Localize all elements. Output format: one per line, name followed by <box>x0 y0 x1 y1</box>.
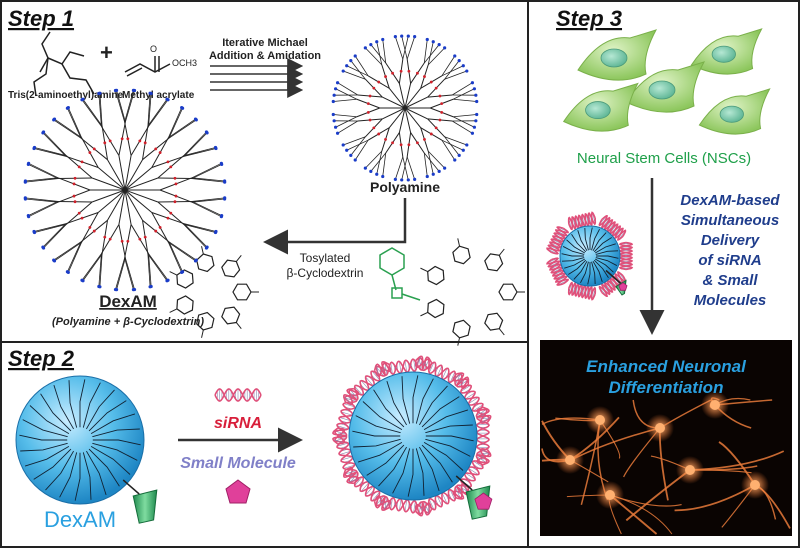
step3-title: Step 3 <box>556 6 622 31</box>
acrylate-oxygen: O <box>150 44 157 54</box>
delivery-line: Simultaneous <box>681 212 779 229</box>
small-molecule-label: Small Molecule <box>180 455 296 472</box>
dexam-label: DexAM <box>99 292 157 311</box>
neural-stem-cells-icon <box>564 29 770 134</box>
delivery-line: DexAM-based <box>680 192 780 209</box>
tosyl-label-1: Tosylated <box>300 251 351 265</box>
tosyl-label-2: β-Cyclodextrin <box>287 266 364 280</box>
step2-title: Step 2 <box>8 346 75 371</box>
dexam-dendrimer-icon <box>24 89 227 291</box>
conjugation-arrow <box>268 198 405 242</box>
tris-aminoethyl-amine-structure <box>34 32 94 96</box>
acrylate-och3: OCH3 <box>172 58 197 68</box>
nsc-label: Neural Stem Cells (NSCs) <box>577 150 751 167</box>
delivery-line: Delivery <box>701 232 760 249</box>
delivery-nanoparticle-icon <box>546 212 632 300</box>
dexam-nanoparticle-icon <box>16 376 157 523</box>
cyclodextrin-structure-right <box>420 238 525 345</box>
dexam-np-label: DexAM <box>44 507 116 532</box>
sirna-helix-icon <box>215 389 261 401</box>
loaded-dexam-nanoparticle-icon <box>332 355 493 519</box>
step1-title: Step 1 <box>8 6 74 31</box>
reaction-label-2: Addition & Amidation <box>209 50 321 62</box>
dexam-sublabel: (Polyamine + β-Cyclodextrin) <box>52 316 204 328</box>
amine-label: Tris(2-aminoethyl)amine <box>8 90 123 101</box>
delivery-line: Molecules <box>694 292 767 309</box>
delivery-line: & Small <box>702 272 758 289</box>
delivery-line: of siRNA <box>698 252 761 269</box>
plus-sign: + <box>100 40 113 65</box>
small-molecule-pentagon-icon <box>226 480 250 503</box>
polyamine-dendrimer-icon <box>332 34 479 181</box>
tosyl-group-structure <box>380 248 420 300</box>
outcome-label-1: Enhanced Neuronal <box>586 357 747 376</box>
sirna-label: siRNA <box>214 415 262 432</box>
polyamine-label: Polyamine <box>370 179 440 195</box>
reaction-label-1: Iterative Michael <box>222 37 308 49</box>
methyl-acrylate-structure <box>125 56 170 76</box>
outcome-label-2: Differentiation <box>609 378 724 397</box>
reaction-arrows <box>210 66 300 90</box>
